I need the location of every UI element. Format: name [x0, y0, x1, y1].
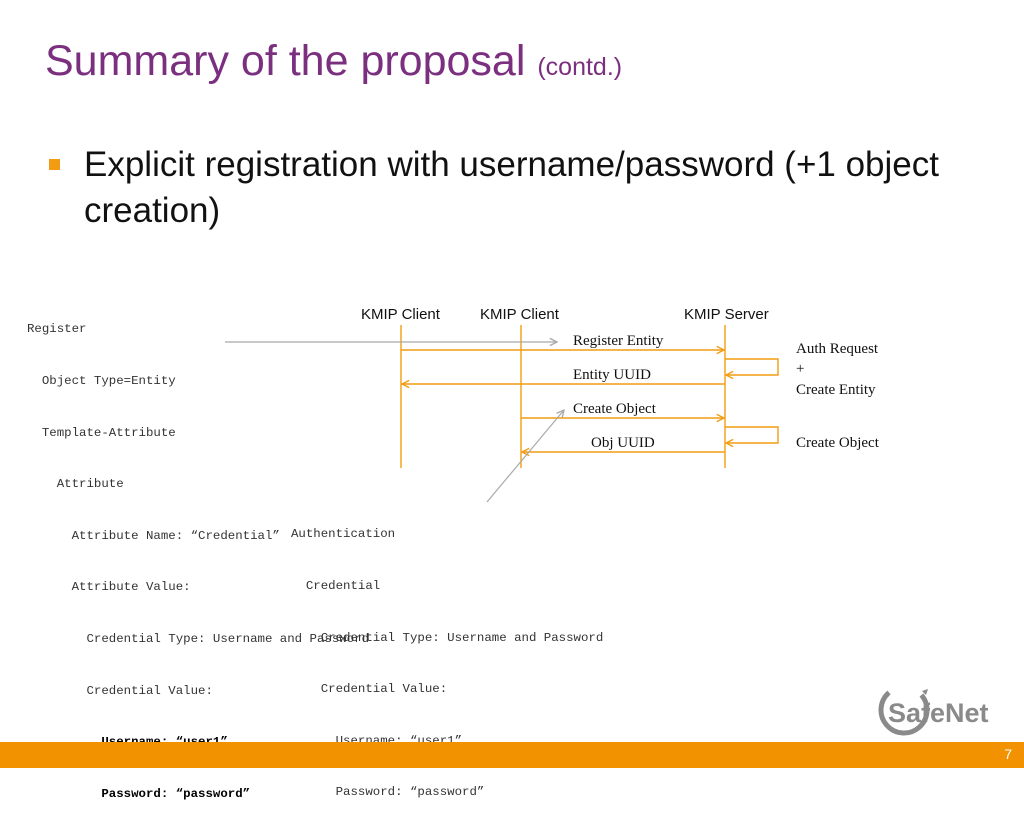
register-line: Register	[27, 322, 87, 337]
safenet-logo: SafeNet	[878, 684, 989, 736]
server-action-auth-request: Auth Request	[796, 341, 879, 357]
title-suffix: (contd.)	[537, 53, 623, 81]
message-label-obj-uuid: Obj UUID	[591, 435, 655, 451]
footer-bar	[0, 742, 1024, 768]
message-label-entity-uuid: Entity UUID	[573, 367, 651, 383]
page-number: 7	[1004, 746, 1012, 762]
lifeline-label-client-2: KMIP Client	[480, 306, 559, 323]
server-action-create-entity: Create Entity	[796, 382, 876, 398]
auth-callout-arrow	[486, 410, 564, 503]
lifeline-label-server: KMIP Server	[684, 306, 769, 323]
lifeline-label-client-1: KMIP Client	[361, 306, 440, 323]
register-line: Attribute Value:	[27, 580, 191, 595]
auth-line: Credential Value:	[291, 682, 448, 697]
auth-line: Authentication	[291, 527, 396, 542]
server-action-create-object: Create Object	[796, 435, 879, 451]
title-main: Summary of the proposal	[45, 37, 526, 85]
bullet-text: Explicit registration with username/pass…	[84, 145, 939, 230]
auth-self-loop	[725, 358, 779, 375]
message-label-register-entity: Register Entity	[573, 333, 664, 349]
register-line: Template-Attribute	[27, 425, 176, 440]
bullet-square-icon	[49, 159, 60, 170]
register-line: Attribute Name: “Credential”	[27, 528, 280, 543]
register-line: Attribute	[27, 477, 124, 492]
create-object-self-loop	[725, 426, 779, 443]
sequence-diagram	[225, 325, 779, 503]
register-line: Credential Type: Username and Password	[27, 631, 370, 646]
auth-line: Password: “password”	[291, 785, 485, 800]
slide-title: Summary of the proposal (contd.)	[45, 37, 623, 85]
auth-line: Credential	[291, 579, 381, 593]
logo-wordmark: SafeNet	[888, 698, 989, 728]
auth-line: Credential Type: Username and Password	[291, 630, 604, 645]
register-line: Credential Value:	[27, 683, 213, 698]
register-line: Object Type=Entity	[27, 374, 176, 388]
message-label-create-object: Create Object	[573, 401, 656, 417]
server-action-plus: +	[796, 361, 805, 377]
